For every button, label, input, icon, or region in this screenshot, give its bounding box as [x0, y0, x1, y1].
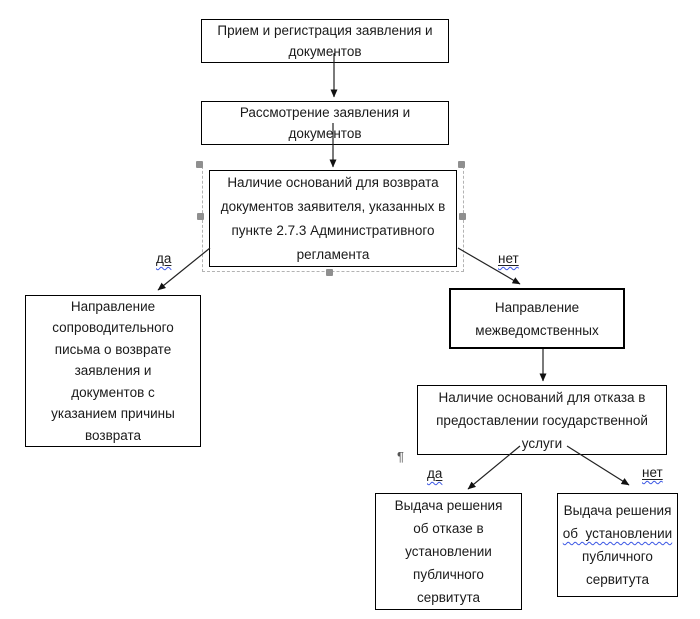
node-text-line: сопроводительного — [52, 320, 174, 336]
node-text-line: Прием и регистрация заявления и — [217, 22, 433, 38]
node-text-line: возврата — [85, 427, 141, 443]
node-text-line: предоставлении государственной — [436, 412, 648, 428]
node-text-line: заявления и — [74, 363, 152, 379]
selection-handle-mid-right[interactable] — [459, 213, 466, 220]
flow-node-refusal-check[interactable]: Наличие оснований для отказа в предостав… — [417, 385, 667, 455]
selection-handle-bottom-center[interactable] — [326, 269, 333, 276]
node-text-line: письма о возврате — [54, 341, 172, 357]
node-text-line: Выдача решения — [563, 503, 672, 518]
node-text-line: документов заявителя, указанных в — [220, 198, 446, 214]
node-text-line: пункте 2.7.3 Административного — [231, 222, 435, 238]
node-text-line-grammar-flagged: об установлении — [562, 526, 673, 541]
selection-handle-top-left[interactable] — [196, 161, 203, 168]
flow-node-cover-letter[interactable]: Направление сопроводительного письма о в… — [25, 295, 201, 447]
pilcrow-mark: ¶ — [397, 449, 404, 464]
flow-node-return-check[interactable]: Наличие оснований для возврата документо… — [209, 170, 457, 267]
node-text-line: об отказе в — [413, 521, 484, 536]
node-text-line: публичного — [582, 549, 653, 564]
node-text-line: установлении — [405, 544, 492, 559]
node-text-line: сервитута — [585, 572, 650, 587]
node-text-line: Направление — [70, 298, 156, 314]
node-text-line: публичного — [413, 567, 484, 582]
flow-node-receive[interactable]: Прием и регистрация заявления и документ… — [201, 19, 449, 63]
node-text-line: межведомственных — [475, 322, 599, 338]
node-text-line: сервитута — [416, 590, 481, 605]
node-text-line: Выдача решения — [394, 498, 503, 513]
flow-node-establish-decision[interactable]: Выдача решения об установлении публичног… — [557, 493, 678, 597]
edge-label-yes-refusal: да — [427, 466, 443, 481]
node-text-line: регламента — [296, 246, 370, 262]
node-text-line: услуги — [521, 435, 563, 451]
selection-handle-top-right[interactable] — [458, 161, 465, 168]
node-text-line: Наличие оснований для отказа в — [438, 389, 646, 405]
edge-label-no-return: нет — [498, 251, 519, 266]
node-text-line: документов — [288, 126, 362, 141]
node-text-line: Рассмотрение заявления и — [239, 104, 411, 120]
edge-label-yes-return: да — [156, 251, 172, 266]
selection-handle-mid-left[interactable] — [197, 213, 204, 220]
node-text-line: Наличие оснований для возврата — [227, 174, 439, 190]
node-text-line: документов с — [71, 384, 155, 400]
node-text-line: документов — [288, 44, 362, 59]
edge-label-no-refusal: нет — [642, 465, 663, 480]
flow-node-review[interactable]: Рассмотрение заявления и документов — [201, 101, 449, 145]
flow-node-interagency[interactable]: Направление межведомственных — [449, 288, 625, 349]
node-text-line: Направление — [494, 299, 580, 315]
flow-node-refusal-decision[interactable]: Выдача решения об отказе в установлении … — [375, 493, 522, 610]
node-text-line: указанием причины — [51, 406, 175, 422]
